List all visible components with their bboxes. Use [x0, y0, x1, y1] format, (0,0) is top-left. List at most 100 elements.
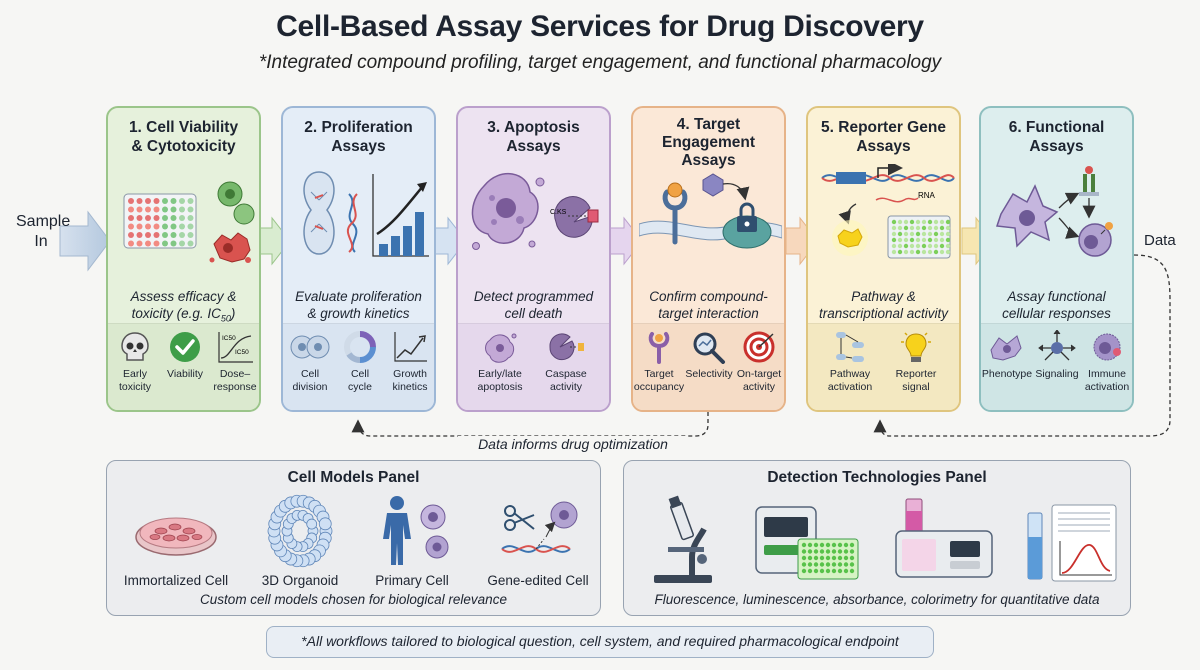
well [921, 249, 927, 255]
well [909, 243, 915, 249]
microscope-icon [654, 495, 712, 583]
well [162, 206, 168, 213]
target-icon [743, 331, 775, 363]
data-output-label: Data [1144, 232, 1176, 249]
model-primary-cell: Primary Cell [347, 493, 477, 588]
well [170, 206, 177, 213]
svg-text:C.KS: C.KS [550, 209, 567, 216]
well [897, 225, 903, 231]
immune-cell-icon [1093, 333, 1121, 361]
lightbulb-icon [901, 332, 931, 362]
well [945, 243, 951, 249]
well [813, 562, 819, 567]
well [825, 562, 831, 567]
well [819, 549, 825, 554]
receptor-and-lock-icon [639, 173, 782, 249]
well [825, 549, 831, 554]
well [831, 549, 837, 554]
well [927, 237, 933, 243]
well [128, 198, 134, 204]
well [136, 215, 143, 221]
model-3d-organoid: 3D Organoid [235, 493, 365, 588]
well [843, 562, 849, 567]
well [807, 562, 813, 567]
well [153, 223, 160, 230]
well [825, 555, 831, 561]
well [843, 542, 849, 548]
well [933, 219, 939, 225]
well [921, 219, 927, 225]
well [187, 232, 194, 238]
well [849, 542, 855, 548]
stage-description: Pathway &transcriptional activity [818, 289, 949, 321]
well [903, 237, 909, 243]
well [136, 240, 143, 247]
panel-title: Detection Technologies Panel [767, 469, 987, 486]
organoid-cell [306, 518, 318, 530]
well-plate-and-cells-icon [123, 181, 255, 263]
well [170, 215, 177, 221]
footnote: *All workflows tailored to biological qu… [266, 626, 934, 658]
feedback-loop-line [351, 412, 709, 437]
well [837, 549, 843, 554]
well [819, 562, 825, 567]
stage-description: Evaluate proliferation& growth kinetics [295, 289, 422, 321]
caspase-icon [549, 333, 584, 361]
well [831, 542, 837, 548]
cell-cycle-icon [344, 331, 376, 364]
well [128, 240, 134, 247]
stage-title: 1. Cell Viability& Cytotoxicity [128, 119, 239, 155]
well [915, 225, 921, 231]
well [921, 225, 927, 231]
sub-viability: Viability [160, 330, 210, 381]
well [909, 225, 915, 231]
well [849, 549, 855, 554]
well [903, 225, 909, 231]
well [939, 219, 945, 225]
stage-cell-viability: 1. Cell Viability& Cytotoxicity Assess e… [106, 106, 261, 412]
gene-editing-icon [501, 501, 578, 553]
well [170, 232, 177, 238]
well [927, 243, 933, 249]
data-readout-icon [1027, 504, 1117, 582]
detection-technologies-panel: Detection Technologies Panel Fluorescenc… [623, 460, 1131, 616]
well [837, 542, 843, 548]
well [128, 215, 134, 221]
sub-signaling: Signaling [1031, 330, 1083, 381]
well [843, 549, 849, 554]
well [891, 225, 897, 231]
petri-dish-icon [135, 517, 217, 556]
well [145, 206, 151, 213]
cell-division-icon [290, 335, 330, 359]
well [921, 237, 927, 243]
well [927, 219, 933, 225]
well [903, 219, 909, 225]
well [897, 219, 903, 225]
growth-chart-icon [394, 332, 427, 362]
well [831, 555, 837, 561]
well [909, 231, 915, 237]
well [813, 542, 819, 548]
well [915, 231, 921, 237]
well [801, 555, 807, 561]
well [136, 198, 143, 204]
well [897, 243, 903, 249]
well [813, 568, 819, 574]
well [162, 232, 168, 238]
well [933, 225, 939, 231]
organoid-icon [267, 494, 333, 568]
page-title: Cell-Based Assay Services for Drug Disco… [276, 10, 924, 43]
